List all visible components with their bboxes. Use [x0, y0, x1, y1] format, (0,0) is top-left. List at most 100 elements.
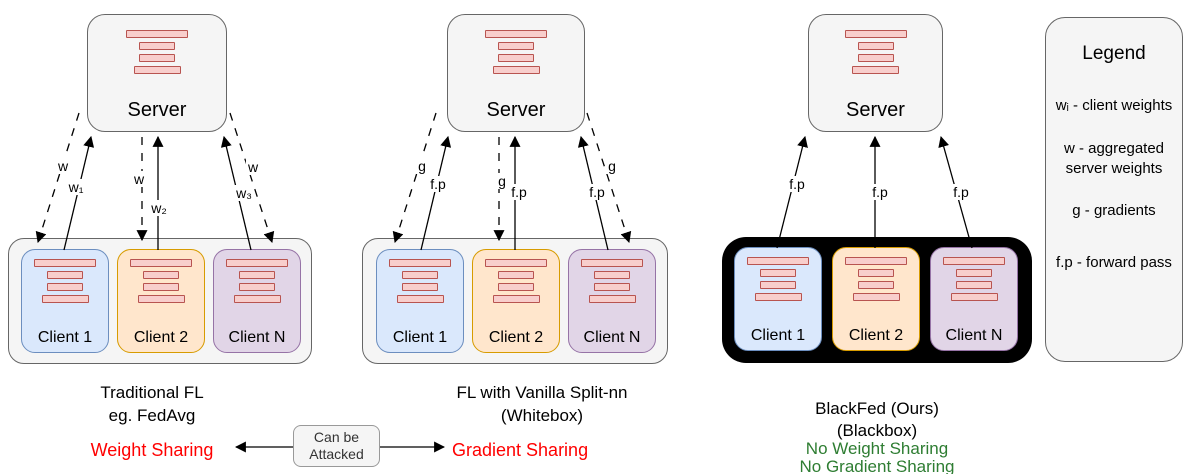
- panel1-arrow-label-w1: w₁: [66, 179, 86, 195]
- nn-layer-bar: [857, 54, 894, 62]
- nn-layer-bar: [239, 271, 275, 279]
- legend-title: Legend: [1082, 43, 1146, 64]
- panel2-client2-label: Client 2: [488, 329, 544, 346]
- neural-network-icon: [943, 257, 1005, 301]
- nn-layer-bar: [130, 259, 192, 267]
- nn-layer-bar: [389, 259, 451, 267]
- nn-layer-bar: [47, 271, 83, 279]
- nn-layer-bar: [47, 283, 83, 291]
- nn-layer-bar: [594, 283, 630, 291]
- panel2-client2-box: Client 2: [472, 249, 560, 353]
- panel1-client1-box: Client 1: [21, 249, 109, 353]
- panel2-gradient-down-arrow-right: [586, 112, 632, 244]
- nn-layer-bar: [858, 269, 894, 277]
- panel1-weights-down-arrow-right: [229, 112, 275, 244]
- attack-box-line1: Can be: [313, 429, 360, 445]
- panel3-server-label: Server: [846, 99, 905, 121]
- can-be-attacked-box: Can be Attacked: [293, 425, 380, 467]
- neural-network-icon: [126, 30, 188, 74]
- panel2-clientN-box: Client N: [568, 249, 656, 353]
- nn-layer-bar: [41, 295, 89, 303]
- nn-layer-bar: [857, 42, 894, 50]
- panel2-server-box: Server: [447, 14, 585, 132]
- neural-network-icon: [226, 259, 288, 303]
- panel1-client1-label: Client 1: [37, 329, 93, 346]
- neural-network-icon: [34, 259, 96, 303]
- panel1-clients-container: Client 1 Client 2 Client N: [8, 238, 312, 364]
- nn-layer-bar: [498, 283, 534, 291]
- panel1-arrow-label-w3: w₃: [234, 185, 254, 201]
- panel3-arrow-label-fp-mid: f.p: [870, 184, 890, 200]
- nn-layer-bar: [760, 269, 796, 277]
- nn-layer-bar: [143, 283, 179, 291]
- panel3-client2-label: Client 2: [848, 327, 904, 344]
- panel1-client2-label: Client 2: [133, 329, 189, 346]
- nn-layer-bar: [498, 42, 534, 50]
- panel1-weight-sharing-text: Weight Sharing: [90, 440, 214, 460]
- panel2-clientN-label: Client N: [583, 329, 641, 346]
- nn-layer-bar: [950, 293, 998, 301]
- panel3-caption-line2: (Blackbox): [836, 421, 918, 440]
- neural-network-icon: [485, 259, 547, 303]
- legend-box: Legend wᵢ - client weights w - aggregate…: [1045, 17, 1183, 362]
- nn-layer-bar: [133, 66, 181, 74]
- panel2-caption-line1: FL with Vanilla Split-nn: [456, 383, 628, 402]
- nn-layer-bar: [852, 66, 899, 74]
- panel2-client1-box: Client 1: [376, 249, 464, 353]
- nn-layer-bar: [485, 259, 547, 267]
- panel3-forwardpass-up-arrow-left: [776, 135, 808, 249]
- panel1-caption-line2: eg. FedAvg: [108, 406, 196, 425]
- panel3-no-sharing-text: No Weight Sharing No Gradient Sharing: [800, 440, 955, 474]
- nn-layer-bar: [498, 54, 534, 62]
- panel2-forwardpass-up-arrow-left: [420, 135, 452, 251]
- nn-layer-bar: [858, 281, 894, 289]
- panel3-caption-line1: BlackFed (Ours): [815, 399, 939, 418]
- panel2-arrow-label-fp-left: f.p: [428, 176, 448, 192]
- panel3-client1-label: Client 1: [750, 327, 806, 344]
- nn-layer-bar: [402, 283, 438, 291]
- nn-layer-bar: [239, 283, 275, 291]
- nn-layer-bar: [137, 295, 185, 303]
- neural-network-icon: [844, 30, 907, 74]
- nn-layer-bar: [126, 30, 188, 38]
- nn-layer-bar: [492, 66, 540, 74]
- nn-layer-bar: [139, 42, 175, 50]
- panel2-client1-label: Client 1: [392, 329, 448, 346]
- panel1-arrow-label-w-mid: w: [131, 171, 147, 187]
- nn-layer-bar: [845, 257, 907, 265]
- neural-network-icon: [747, 257, 809, 301]
- attack-box-line2: Attacked: [309, 446, 364, 462]
- neural-network-icon: [845, 257, 907, 301]
- nn-layer-bar: [844, 30, 907, 38]
- panel1-client2-box: Client 2: [117, 249, 205, 353]
- panel1-server-label: Server: [127, 99, 187, 121]
- nn-layer-bar: [594, 271, 630, 279]
- panel3-arrow-label-fp-left: f.p: [787, 176, 807, 192]
- nn-layer-bar: [143, 271, 179, 279]
- panel3-blackbox-container: Client 1 Client 2 Client N: [722, 237, 1032, 363]
- panel1-server-box: Server: [87, 14, 227, 132]
- legend-item-forward-pass: f.p - forward pass: [1056, 254, 1172, 271]
- panel1-caption-line1: Traditional FL: [100, 383, 204, 402]
- panel3-client2-box: Client 2: [832, 247, 920, 351]
- panel2-caption: FL with Vanilla Split-nn (Whitebox): [456, 381, 627, 427]
- panel1-arrow-label-w-left: w: [55, 158, 71, 174]
- neural-network-icon: [389, 259, 451, 303]
- nn-layer-bar: [943, 257, 1005, 265]
- panel2-gradient-sharing-text: Gradient Sharing: [452, 440, 589, 460]
- panel1-arrow-label-w2: w₂: [149, 200, 169, 216]
- nn-layer-bar: [760, 281, 796, 289]
- legend-item-gradients: g - gradients: [1072, 202, 1156, 219]
- panel2-arrow-label-fp-right: f.p: [587, 184, 607, 200]
- nn-layer-bar: [588, 295, 636, 303]
- panel3-arrow-label-fp-right: f.p: [951, 184, 971, 200]
- nn-layer-bar: [396, 295, 444, 303]
- nn-layer-bar: [139, 54, 175, 62]
- panel3-client1-box: Client 1: [734, 247, 822, 351]
- panel2-arrow-label-g-left: g: [416, 158, 428, 174]
- neural-network-icon: [581, 259, 643, 303]
- neural-network-icon: [485, 30, 547, 74]
- neural-network-icon: [130, 259, 192, 303]
- nn-layer-bar: [498, 271, 534, 279]
